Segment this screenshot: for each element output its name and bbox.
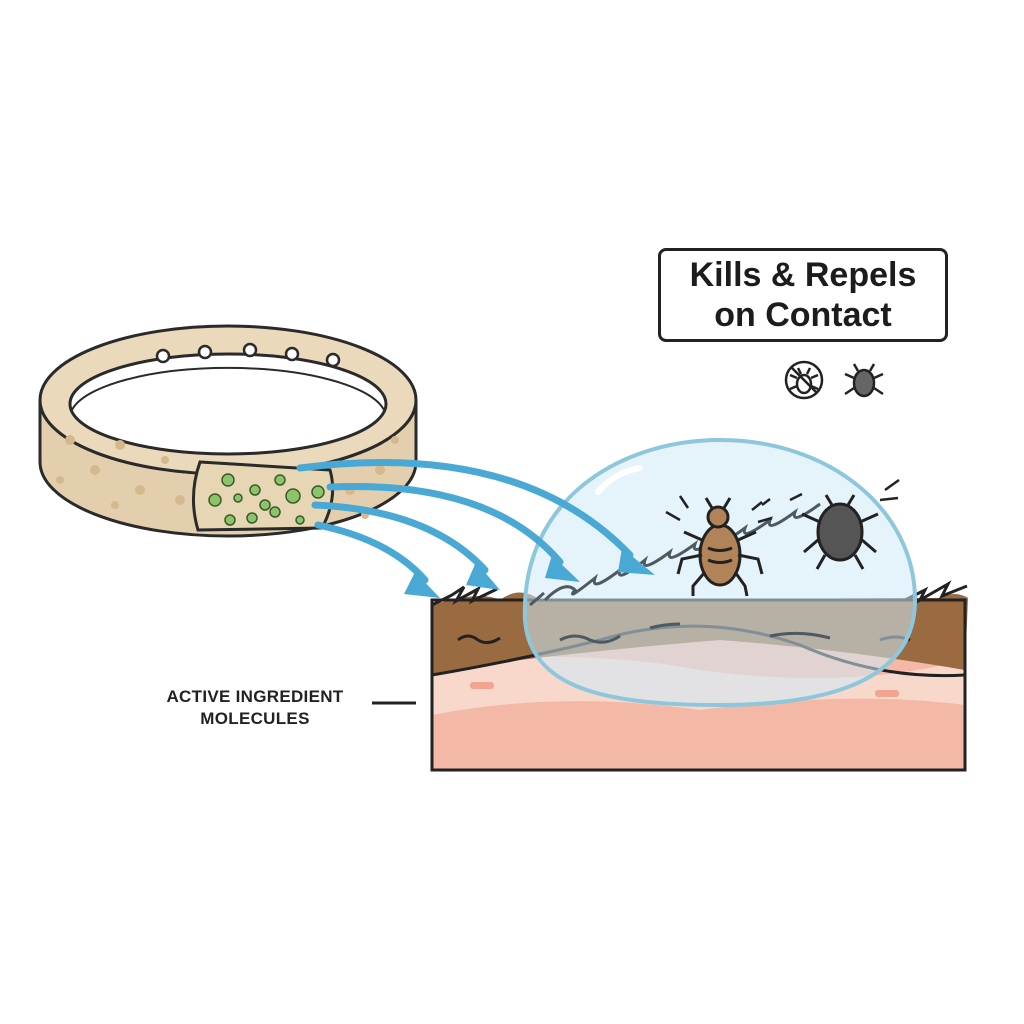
callout-box: Kills & Repels on Contact bbox=[658, 248, 948, 342]
diffusion-arrows bbox=[296, 459, 634, 584]
label-line-2: MOLECULES bbox=[200, 709, 310, 728]
label-line-1: ACTIVE INGREDIENT bbox=[166, 687, 344, 706]
active-molecules bbox=[208, 473, 325, 526]
arrow-heads bbox=[404, 548, 655, 598]
tick-icon bbox=[844, 363, 884, 398]
callout-line-2: on Contact bbox=[714, 296, 892, 334]
brown-tick-icon bbox=[665, 495, 773, 597]
callout-line-1: Kills & Repels bbox=[689, 256, 917, 294]
dark-tick-icon bbox=[761, 478, 900, 570]
active-ingredient-label: ACTIVE INGREDIENT MOLECULES bbox=[140, 686, 370, 730]
collar bbox=[38, 324, 418, 538]
no-bug-icon bbox=[784, 360, 824, 400]
